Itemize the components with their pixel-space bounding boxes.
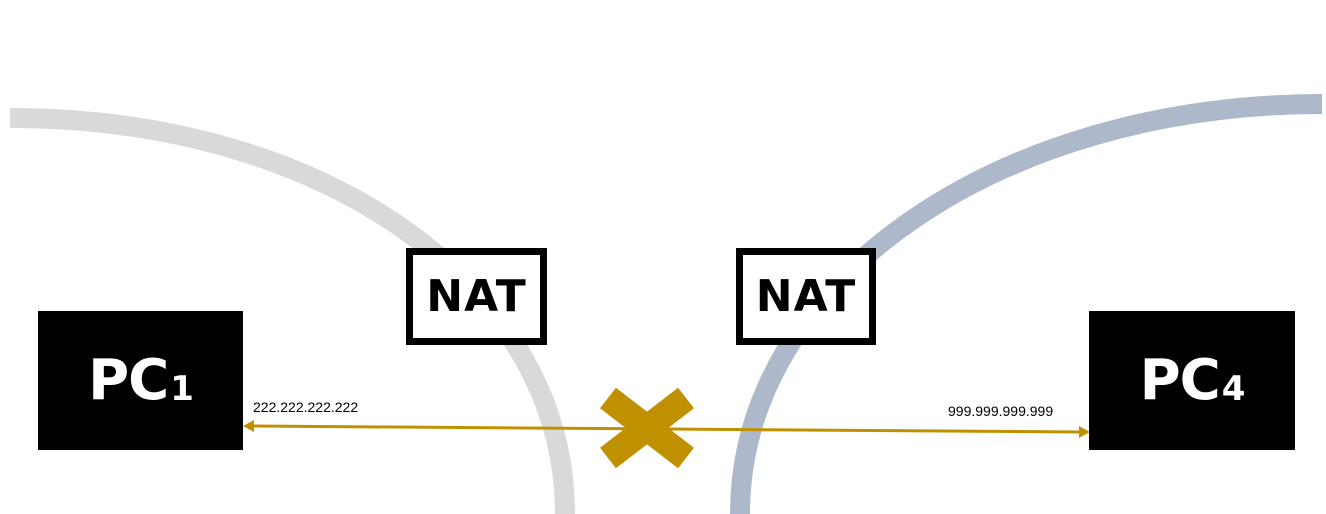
- arrowhead-left: [243, 420, 254, 432]
- left-network-arc: [9, 108, 575, 514]
- pc4-node: PC 4: [1089, 311, 1295, 450]
- pc1-label: PC: [88, 347, 169, 413]
- nat-right-node: NAT: [736, 248, 876, 345]
- nat-left-node: NAT: [406, 248, 547, 345]
- nat-left-label: NAT: [426, 271, 527, 322]
- right-network-arc: [730, 94, 1323, 514]
- pc4-number: 4: [1221, 368, 1246, 409]
- x-cross-icon: [600, 387, 694, 469]
- nat-right-label: NAT: [755, 271, 857, 322]
- arrowhead-right: [1079, 426, 1090, 438]
- pc4-ip-address: 999.999.999.999: [948, 403, 1054, 419]
- pc1-number: 1: [170, 368, 194, 409]
- pc1-node: PC 1: [38, 311, 243, 450]
- pc4-label: PC: [1139, 347, 1221, 413]
- pc1-ip-address: 222.222.222.222: [253, 399, 359, 415]
